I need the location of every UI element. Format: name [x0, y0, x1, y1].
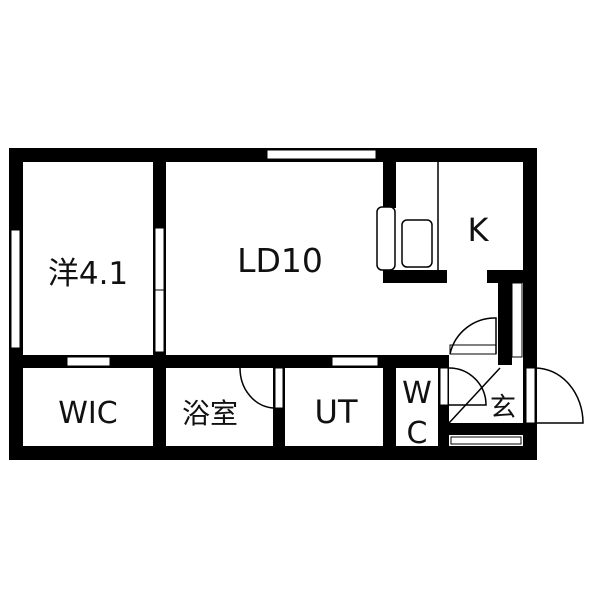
window-right — [511, 282, 523, 358]
room-label-ld: LD10 — [237, 241, 323, 280]
windows — [10, 149, 523, 445]
wc-door-swing — [448, 367, 487, 406]
front-door-swing — [534, 367, 584, 424]
room-label-kitchen: K — [468, 211, 490, 249]
sliding-door-western — [154, 227, 165, 353]
ld-entrance-door-swing — [449, 317, 497, 355]
entrance-step-line — [448, 367, 501, 424]
door-swings — [239, 317, 584, 424]
room-label-bath: 浴室 — [182, 397, 238, 430]
window-top-ld — [266, 149, 377, 160]
sink — [401, 219, 433, 268]
room-label-wc-w: W — [402, 376, 432, 411]
kitchen-fixtures — [376, 162, 439, 271]
window-wic — [66, 356, 111, 367]
entrance-step — [450, 436, 522, 445]
room-label-western: 洋4.1 — [48, 256, 128, 292]
room-label-ut: UT — [315, 393, 358, 431]
bath-door-swing — [239, 367, 276, 409]
room-label-wc-c: C — [407, 416, 428, 451]
window-left-western — [10, 229, 21, 349]
room-label-wic: WIC — [58, 396, 117, 431]
room-label-entrance: 玄 — [490, 393, 516, 423]
fridge — [376, 206, 396, 271]
window-ut — [331, 356, 379, 367]
